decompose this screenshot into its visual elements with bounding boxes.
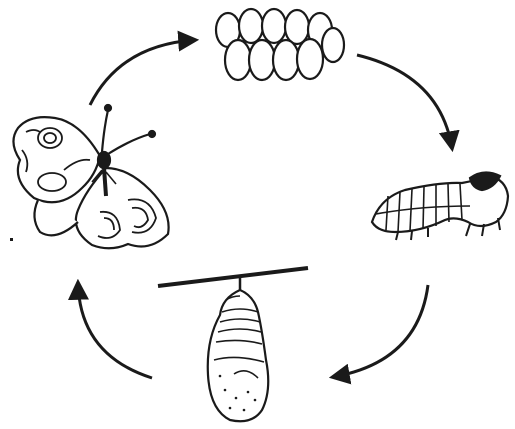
scan-speck — [10, 238, 13, 241]
arrow-caterpillar-to-pupa — [333, 285, 428, 377]
arrow-eggs-to-caterpillar — [357, 55, 452, 148]
arrow-butterfly-to-eggs — [90, 40, 195, 105]
caterpillar-icon — [372, 172, 508, 240]
chrysalis-icon — [158, 268, 308, 421]
butterfly-icon — [13, 105, 168, 248]
eggs-cluster-icon — [216, 9, 344, 80]
arrow-pupa-to-butterfly — [78, 283, 152, 378]
